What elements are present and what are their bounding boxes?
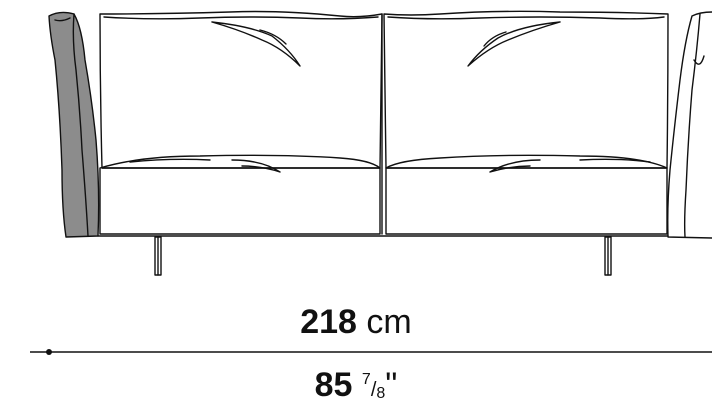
right-back-fold [467,21,561,67]
right-armrest-crease [683,13,701,238]
left-armrest-crease-2 [54,17,71,22]
left-armrest [48,11,100,238]
fraction-numerator: 7 [361,371,371,388]
dimension-start-dot [46,349,52,355]
sofa-drawing [48,10,712,276]
left-back-top-edge [103,16,379,20]
left-back-fold [211,21,301,67]
right-back-cushion [383,10,669,169]
right-seat-cushion [385,154,668,235]
width-metric-value: 218 [300,303,357,341]
left-seat-cushion [99,154,381,235]
right-armrest-crease-2 [693,55,705,65]
left-back-fold-2 [259,29,287,45]
left-armrest-crease [72,13,89,237]
width-imperial-value: 85 [314,366,353,404]
width-metric-unit: cm [366,303,412,341]
left-back-cushion [99,10,383,169]
width-imperial-unit: " [385,366,398,404]
right-armrest [667,11,712,239]
right-seat-wrinkle [579,158,651,163]
width-metric: 218 cm [0,302,712,342]
dimension-line [30,349,712,355]
right-back-fold-2 [483,31,507,47]
right-back-top-edge [387,16,665,20]
left-seat-wrinkle [129,158,211,163]
right-seat-fold [489,159,541,173]
width-imperial: 85 7/8" [0,360,712,414]
width-imperial-fraction: 7/8 [361,371,386,402]
fraction-denominator: 8 [376,385,386,402]
left-seat-fold [231,159,281,173]
